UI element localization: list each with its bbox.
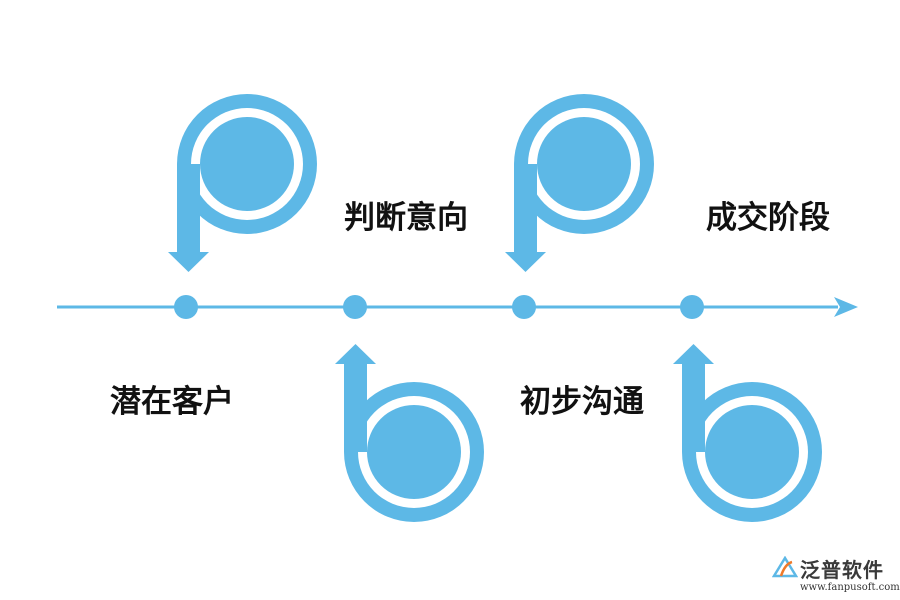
- brand-url: www.fanpusoft.com: [800, 582, 900, 593]
- timeline-arrowhead: [834, 297, 858, 317]
- timeline-node-4: [680, 295, 704, 319]
- brand-watermark: 泛普软件 www.fanpusoft.com: [772, 552, 900, 596]
- stage-3-marker-icon: [505, 94, 654, 272]
- brand-logo-icon: [772, 556, 798, 578]
- stage-4-label: 成交阶段: [706, 200, 830, 236]
- stage-4-marker-icon: [673, 344, 822, 522]
- stage-1-marker-icon: [168, 94, 317, 272]
- timeline-node-1: [174, 295, 198, 319]
- timeline-node-3: [512, 295, 536, 319]
- timeline-node-2: [343, 295, 367, 319]
- stage-2-label: 判断意向: [344, 200, 468, 236]
- stage-3-label: 初步沟通: [520, 384, 644, 420]
- brand-name: 泛普软件: [800, 558, 884, 582]
- stage-2-marker-icon: [335, 344, 484, 522]
- stage-1-label: 潜在客户: [110, 384, 234, 420]
